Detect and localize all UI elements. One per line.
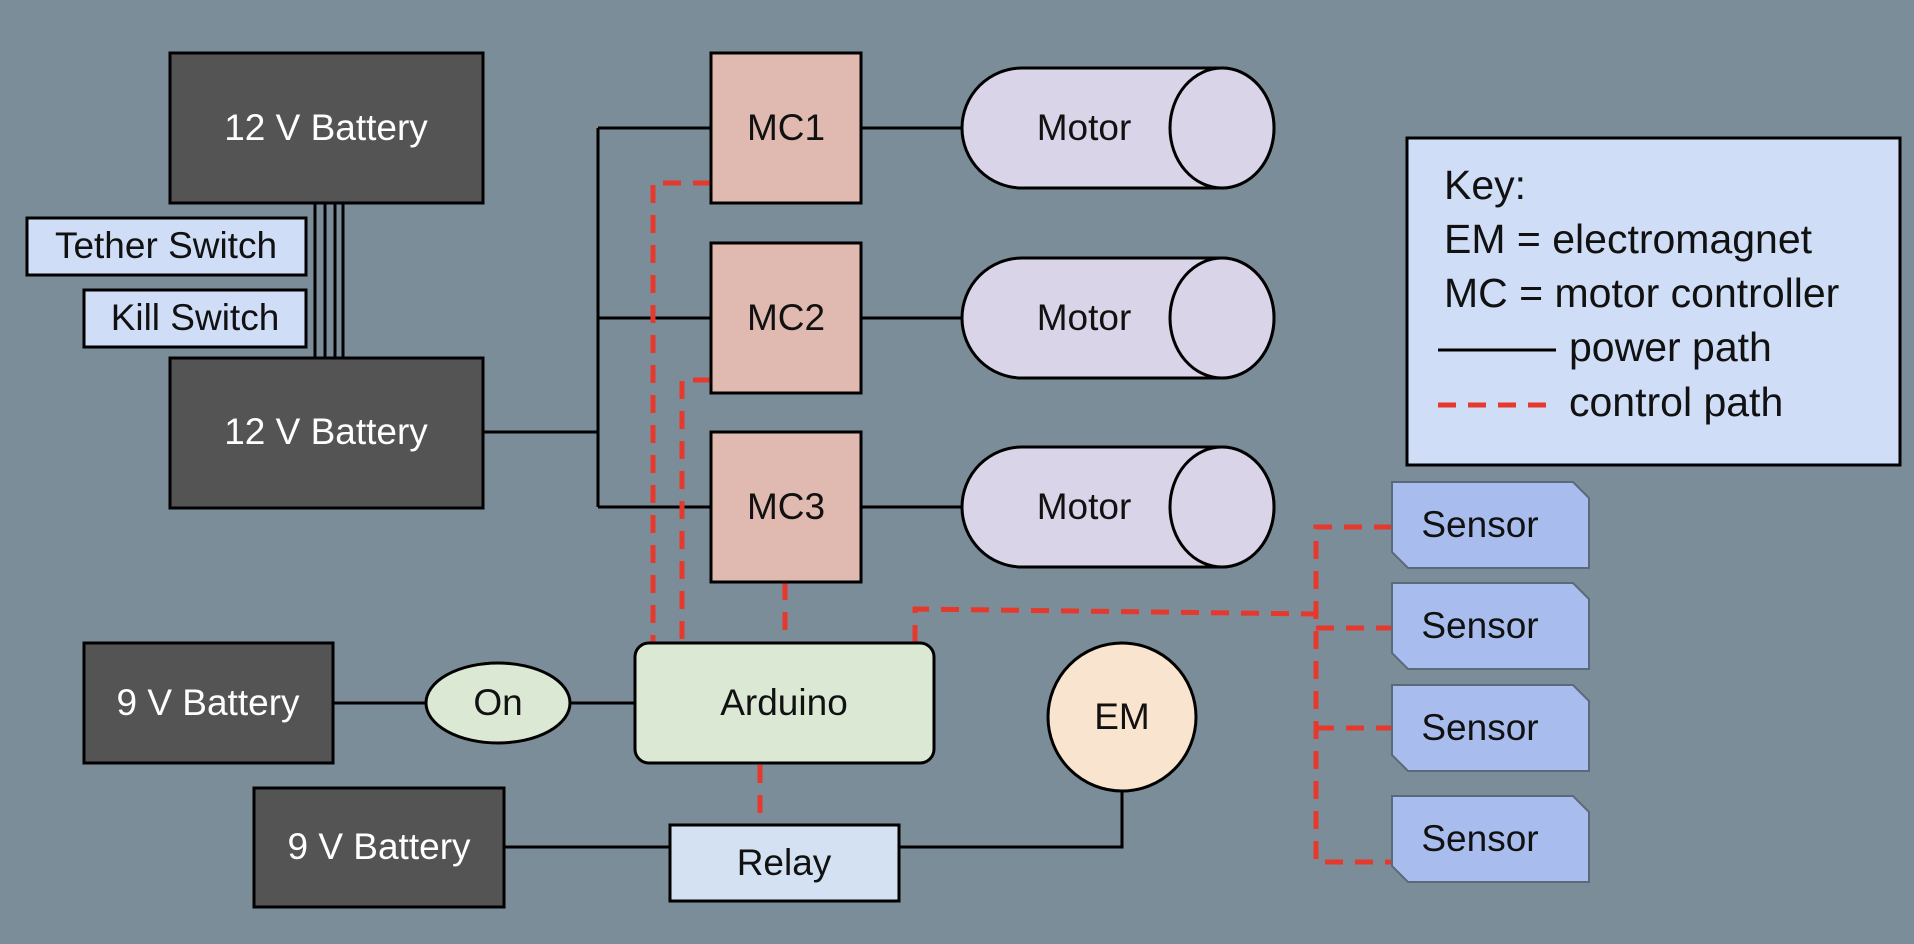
arduino: Arduino [633,641,936,765]
mc2-label: MC2 [747,297,825,338]
relay: Relay [668,823,901,903]
arduino-label: Arduino [720,682,848,723]
sensor-4-body [1391,795,1590,883]
relay-to-em-wire [899,791,1124,849]
motor-controller-3: MC3 [709,430,863,584]
mc1-label: MC1 [747,107,825,148]
mc3-body [709,430,863,584]
battery-9v-top-label: 9 V Battery [116,682,300,723]
electromagnet-label: EM [1094,696,1150,737]
on-switch-label: On [473,682,522,723]
sensor-1-body [1391,481,1590,569]
legend-title: Key: [1444,162,1526,208]
motor-3-label: Motor [1037,486,1132,527]
battery-12v-bottom: 12 V Battery [168,356,485,510]
mc1-body [709,51,863,205]
battery-9v-bottom-body [252,786,506,909]
sensor-control-bus [1313,524,1392,865]
sensor-1-label: Sensor [1421,504,1538,545]
relay-label: Relay [737,842,832,883]
motor-3-end [1168,445,1276,569]
legend-box [1405,136,1902,467]
sensor-2-label: Sensor [1421,605,1538,646]
motor-3: Motor [960,445,1276,569]
tether-switch-label: Tether Switch [55,225,277,266]
sensor-1: Sensor [1391,481,1590,569]
electromagnet: EM [1046,641,1198,793]
battery-12v-top-body [168,51,485,205]
battery-9v-top: 9 V Battery [82,641,335,765]
legend-control: control path [1569,379,1783,425]
motor-2: Motor [960,256,1276,380]
battery-12v-bottom-body [168,356,485,510]
legend-mc: MC = motor controller [1444,270,1839,316]
tether-switch: Tether Switch [25,216,308,277]
sensor-4: Sensor [1391,795,1590,883]
tether-switch-body [25,216,308,277]
battery-9v-top-body [82,641,335,765]
battery-9v-bottom-label: 9 V Battery [287,826,471,867]
motor-1: Motor [960,66,1276,190]
motor-2-end [1168,256,1276,380]
legend-em: EM = electromagnet [1444,216,1813,262]
mc1-control-line [650,180,711,643]
mc3-label: MC3 [747,486,825,527]
legend-power: power path [1569,324,1772,370]
motor-2-label: Motor [1037,297,1132,338]
on-switch-body [424,661,572,745]
kill-switch-body [82,288,308,349]
sensor-3-body [1391,684,1590,772]
sensor-3: Sensor [1391,684,1590,772]
electromagnet-body [1046,641,1198,793]
sensor-3-label: Sensor [1421,707,1538,748]
sensor-4-label: Sensor [1421,818,1538,859]
battery-12v-bottom-label: 12 V Battery [224,411,428,452]
motor-controller-2: MC2 [709,241,863,395]
battery-9v-bottom: 9 V Battery [252,786,506,909]
battery-12v-top: 12 V Battery [168,51,485,205]
motor-controller-1: MC1 [709,51,863,205]
motor-1-end [1168,66,1276,190]
kill-switch-label: Kill Switch [111,297,280,338]
on-switch: On [424,661,572,745]
sensor-control-trunk [912,606,1317,643]
motor-1-label: Motor [1037,107,1132,148]
control-path-wires [650,180,1392,865]
sensor-2: Sensor [1391,582,1590,670]
legend: Key: EM = electromagnet MC = motor contr… [1405,136,1902,467]
arduino-body [633,641,936,765]
kill-switch: Kill Switch [82,288,308,349]
battery-12v-top-label: 12 V Battery [224,107,428,148]
mc2-body [709,241,863,395]
relay-body [668,823,901,903]
power-path-wires [313,126,1124,849]
sensor-2-body [1391,582,1590,670]
mc2-control-line [679,377,711,643]
